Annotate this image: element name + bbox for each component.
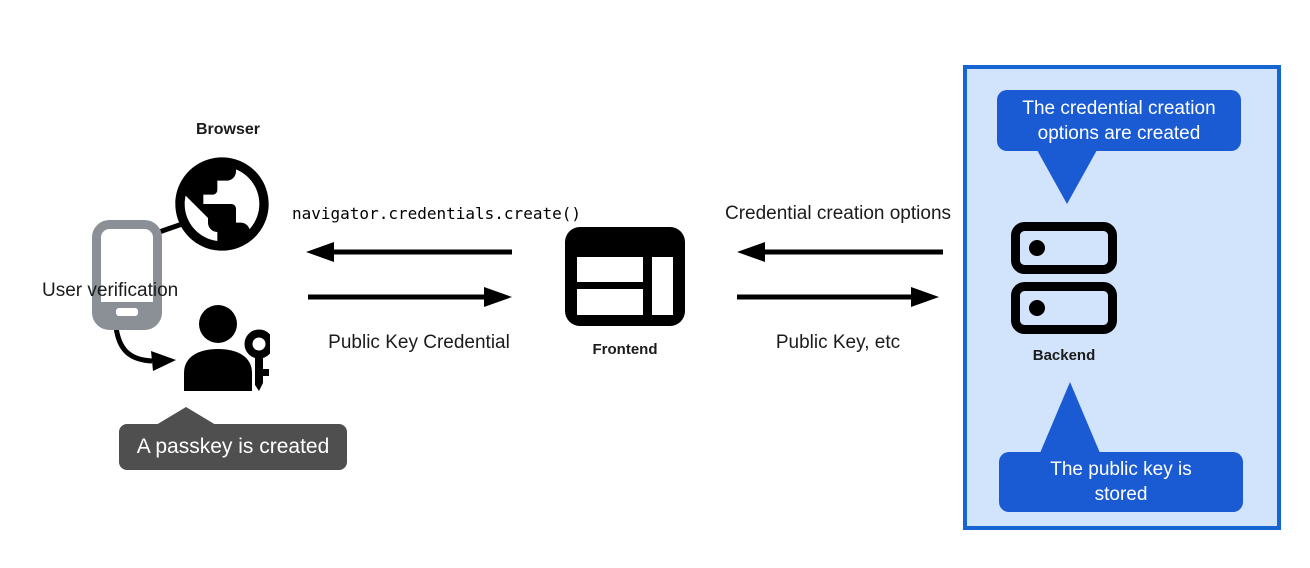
options-created-line2: options are created <box>1037 122 1201 144</box>
create-call-label: navigator.credentials.create() <box>292 204 581 223</box>
options-created-callout: The credential creation options are crea… <box>997 90 1241 151</box>
frontend-label: Frontend <box>592 341 658 358</box>
browser-globe-icon <box>175 157 269 251</box>
passkey-tooltip-text: A passkey is created <box>136 435 330 458</box>
phone-authenticator-icon <box>92 220 162 330</box>
key-stored-line2: stored <box>1094 484 1148 505</box>
passkey-tooltip-tail <box>156 407 216 425</box>
arrow-create-call <box>306 242 512 262</box>
user-verification-label: User verification <box>42 280 179 301</box>
credential-creation-options-label: Credential creation options <box>724 203 952 224</box>
options-created-callout-tail <box>1037 150 1097 204</box>
user-with-key-icon <box>184 305 270 391</box>
arrow-public-key-credential <box>308 287 512 307</box>
key-stored-callout-tail <box>1040 382 1100 453</box>
backend-panel: The credential creation options are crea… <box>963 65 1281 530</box>
frontend-window-icon <box>565 227 685 326</box>
arrow-credential-creation-options <box>737 242 943 262</box>
arrow-phone-to-user <box>113 326 176 371</box>
browser-label: Browser <box>195 121 261 138</box>
public-key-credential-label: Public Key Credential <box>328 332 510 353</box>
key-stored-line1: The public key is <box>1050 459 1192 480</box>
key-stored-callout: The public key is stored <box>999 452 1243 512</box>
public-key-etc-label: Public Key, etc <box>775 332 901 353</box>
arrow-public-key-etc <box>737 287 939 307</box>
options-created-line1: The credential creation <box>1022 97 1216 119</box>
backend-server-icon <box>1011 222 1117 334</box>
backend-label: Backend <box>1032 347 1096 364</box>
passkey-tooltip: A passkey is created <box>119 424 347 470</box>
